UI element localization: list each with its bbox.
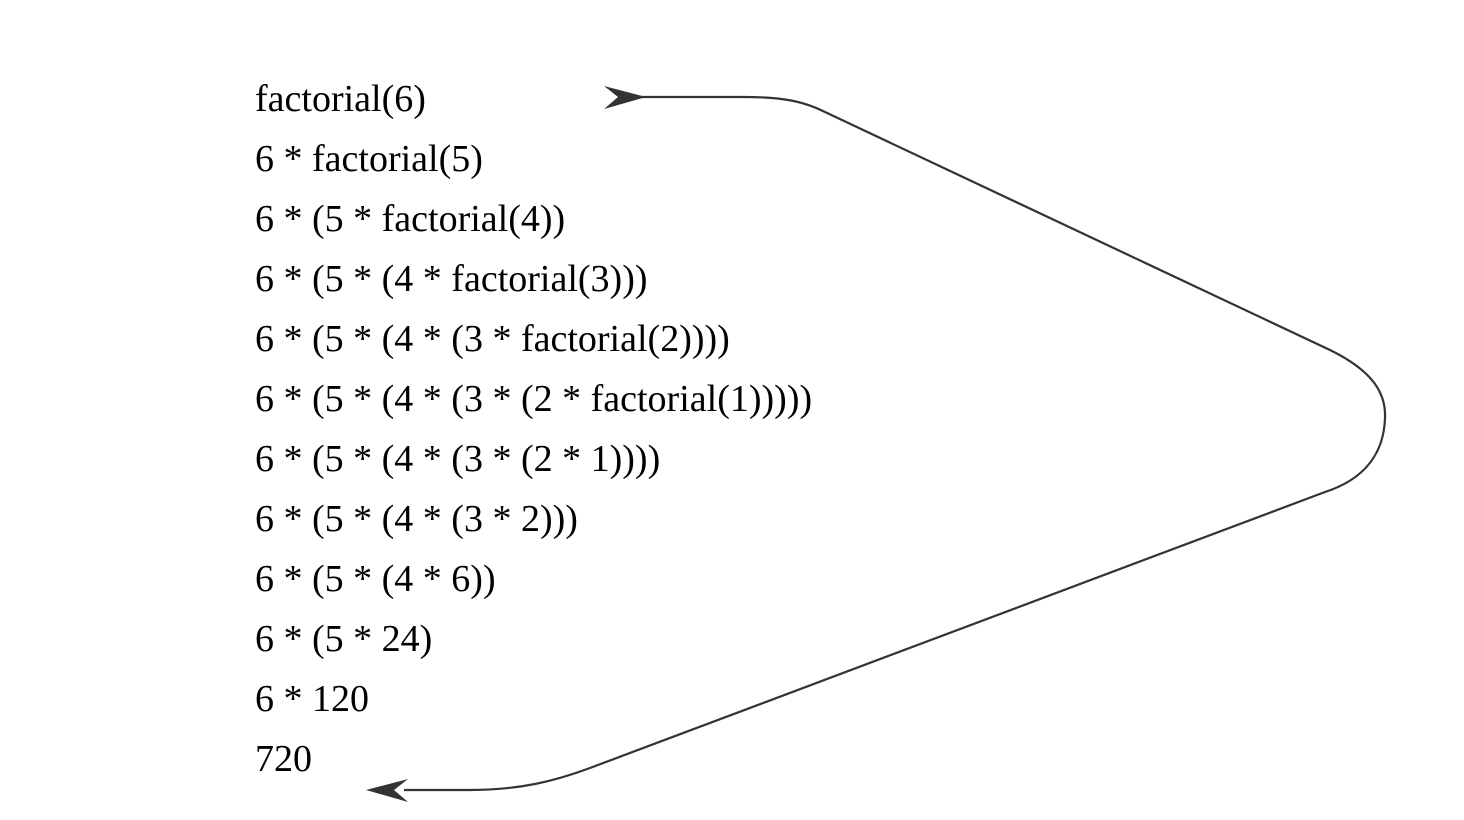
step-line-2: 6 * factorial(5) xyxy=(255,138,483,180)
step-line-10: 6 * (5 * 24) xyxy=(255,618,432,660)
step-line-12: 720 xyxy=(255,738,312,780)
flow-arrow-curve xyxy=(404,95,1387,792)
step-line-11: 6 * 120 xyxy=(255,678,369,720)
arrowhead-bottom-icon xyxy=(366,779,408,802)
step-line-4: 6 * (5 * (4 * factorial(3))) xyxy=(255,258,648,300)
step-line-8: 6 * (5 * (4 * (3 * 2))) xyxy=(255,498,578,540)
step-line-9: 6 * (5 * (4 * 6)) xyxy=(255,558,496,600)
flow-arrow xyxy=(366,86,1387,802)
expansion-steps: factorial(6) 6 * factorial(5) 6 * (5 * f… xyxy=(255,78,812,780)
step-line-6: 6 * (5 * (4 * (3 * (2 * factorial(1))))) xyxy=(255,378,812,420)
step-line-7: 6 * (5 * (4 * (3 * (2 * 1)))) xyxy=(255,438,660,480)
arrowhead-top-icon xyxy=(604,86,646,109)
step-line-1: factorial(6) xyxy=(255,78,426,120)
step-line-5: 6 * (5 * (4 * (3 * factorial(2)))) xyxy=(255,318,730,360)
step-line-3: 6 * (5 * factorial(4)) xyxy=(255,198,565,240)
